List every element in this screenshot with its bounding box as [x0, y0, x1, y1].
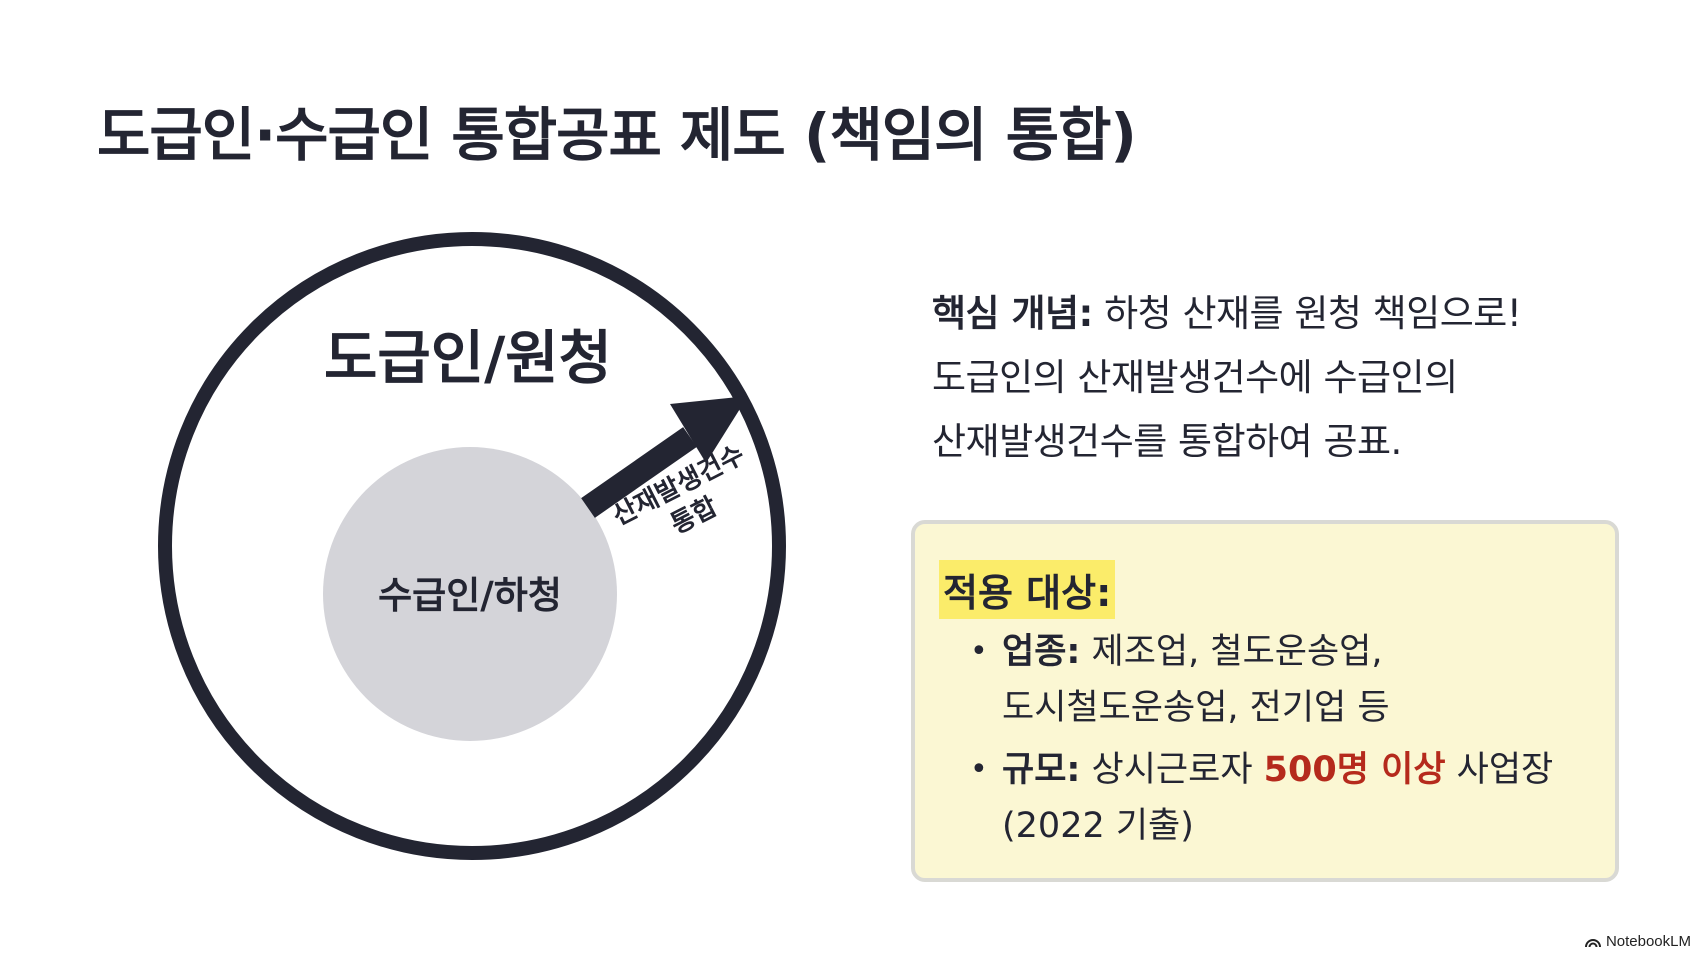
page-title: 도급인·수급인 통합공표 제도 (책임의 통합)	[97, 101, 1137, 169]
core-concept-line1-text: 하청 산재를 원청 책임으로!	[1092, 292, 1522, 335]
core-concept-line2: 도급인의 산재발생건수에 수급인의	[932, 356, 1458, 399]
notebooklm-watermark: NotebookLM	[1584, 933, 1691, 950]
industry-row-1: 업종: 제조업, 철도운송업,	[1002, 624, 1590, 680]
inner-circle-label: 수급인/하청	[378, 574, 562, 617]
bullet-icon: •	[970, 752, 988, 787]
industry-label: 업종:	[1002, 632, 1081, 672]
application-target-box: 적용 대상: • 업종: 제조업, 철도운송업, 도시철도운송업, 전기업 등 …	[911, 520, 1619, 882]
industry-text-line1: 제조업, 철도운송업,	[1080, 632, 1383, 672]
integration-arrow	[581, 396, 748, 518]
list-item-scale: • 규모: 상시근로자 500명 이상 사업장 (2022 기출)	[970, 742, 1590, 854]
core-concept-label: 핵심 개념:	[932, 292, 1093, 335]
outer-ring-contractor	[158, 232, 786, 860]
scale-text-pre: 상시근로자	[1080, 750, 1264, 790]
bullet-icon: •	[970, 634, 988, 669]
notebooklm-logo-icon	[1584, 938, 1601, 947]
inner-circle-subcontractor	[323, 447, 617, 741]
core-concept: 핵심 개념: 하청 산재를 원청 책임으로! 도급인의 산재발생건수에 수급인의…	[932, 282, 1652, 474]
watermark-text: NotebookLM	[1605, 933, 1691, 950]
scale-threshold-highlight: 500명 이상	[1263, 750, 1446, 790]
core-concept-line3: 산재발생건수를 통합하여 공표.	[932, 420, 1402, 463]
outer-circle-label: 도급인/원청	[324, 324, 612, 392]
scale-text-post: 사업장	[1445, 750, 1554, 790]
core-concept-line1: 핵심 개념: 하청 산재를 원청 책임으로!	[932, 282, 1652, 346]
scale-row-1: 규모: 상시근로자 500명 이상 사업장	[1002, 742, 1590, 798]
scale-exam-note: (2022 기출)	[1002, 806, 1194, 846]
application-target-heading: 적용 대상:	[939, 560, 1116, 619]
application-target-list: • 업종: 제조업, 철도운송업, 도시철도운송업, 전기업 등 • 규모: 상…	[970, 624, 1590, 860]
scale-label: 규모:	[1002, 750, 1081, 790]
industry-text-line2: 도시철도운송업, 전기업 등	[1002, 688, 1390, 728]
list-item-industry: • 업종: 제조업, 철도운송업, 도시철도운송업, 전기업 등	[970, 624, 1590, 736]
